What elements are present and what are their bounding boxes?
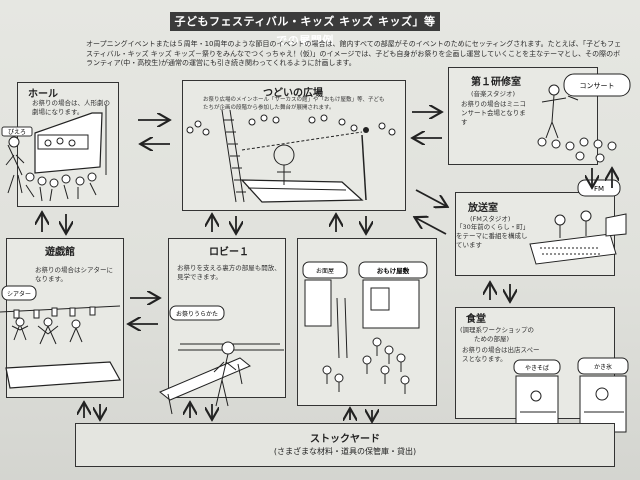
training-description: お祭りの場合はミニコンサート会場となります <box>461 100 526 126</box>
intro-paragraph: オープニングイベントまたは５周年・10周年のような節目のイベントの場合は、館内す… <box>86 40 622 67</box>
page-title: 子どもフェスティバル・キッズ キッズ キッズ」等での展開例 <box>170 12 440 47</box>
arrow-plaza-to-broadcast <box>415 189 446 206</box>
plaza-description: お祭り広場のメインホール「サーカスの館」や「おもけ屋敷」等、子どもたちが企画の段… <box>203 97 385 111</box>
arrow-broadcast-to-plaza <box>416 218 447 235</box>
theater-description: お祭りの場合はシアターになります。 <box>35 266 113 283</box>
dining-title: 食堂 <box>466 314 486 325</box>
plaza-illustration <box>186 109 396 203</box>
lobby-title: ロビー１ <box>209 247 249 258</box>
booth-sign-1: お面屋 <box>316 268 334 275</box>
dining-sign-2: かき氷 <box>594 363 612 371</box>
broadcast-title: 放送室 <box>468 203 498 214</box>
theater-illustration: シアター <box>0 285 121 389</box>
lobby-description: お祭りを支える裏方の部屋も開放、見学できます。 <box>177 264 281 281</box>
booth-sign-2: おもけ屋敷 <box>377 266 410 275</box>
dining-illustration: やきそば かき氷 <box>513 357 629 445</box>
dining-sign-1: やきそば <box>525 364 549 372</box>
stock-yard-subtitle: (さまざまな材料・道具の保管庫・貸出) <box>273 447 417 456</box>
hall-sign: ぴえろ <box>8 129 26 136</box>
lobby-illustration: お祭りうらかた <box>159 305 284 415</box>
stock-yard-title: ストックヤード <box>310 434 380 445</box>
broadcast-subtitle: (FMスタジオ) <box>470 215 511 223</box>
hall-description: お祭りの場合は、人形劇の劇場になります。 <box>32 99 110 116</box>
dining-subtitle-2: ための部屋) <box>474 335 510 343</box>
dining-description: お祭りの場合は出店スペースとなります。 <box>462 346 540 363</box>
broadcast-description: 「30年前のくらし・町」をテーマに番組を構成しています <box>456 223 528 249</box>
training-sign: コンサート <box>580 82 615 90</box>
theater-title: 遊戯館 <box>45 247 75 258</box>
training-title: 第１研修室 <box>471 77 521 88</box>
hall-title: ホール <box>28 89 58 100</box>
lobby-sign: お祭りうらかた <box>176 310 218 318</box>
hall-illustration: ぴえろ <box>1 105 107 202</box>
plaza-title: つどいの広場 <box>263 88 323 99</box>
theater-sign: シアター <box>7 290 31 298</box>
dining-subtitle-1: (調理系ワークショップの <box>460 326 535 334</box>
training-illustration: コンサート <box>537 73 631 163</box>
booths-illustration: お面屋 おもけ屋敷 <box>302 261 428 394</box>
stock-yard: ストックヤード (さまざまな材料・道具の保管庫・貸出) <box>75 423 615 467</box>
training-subtitle: (音楽スタジオ) <box>471 90 516 98</box>
